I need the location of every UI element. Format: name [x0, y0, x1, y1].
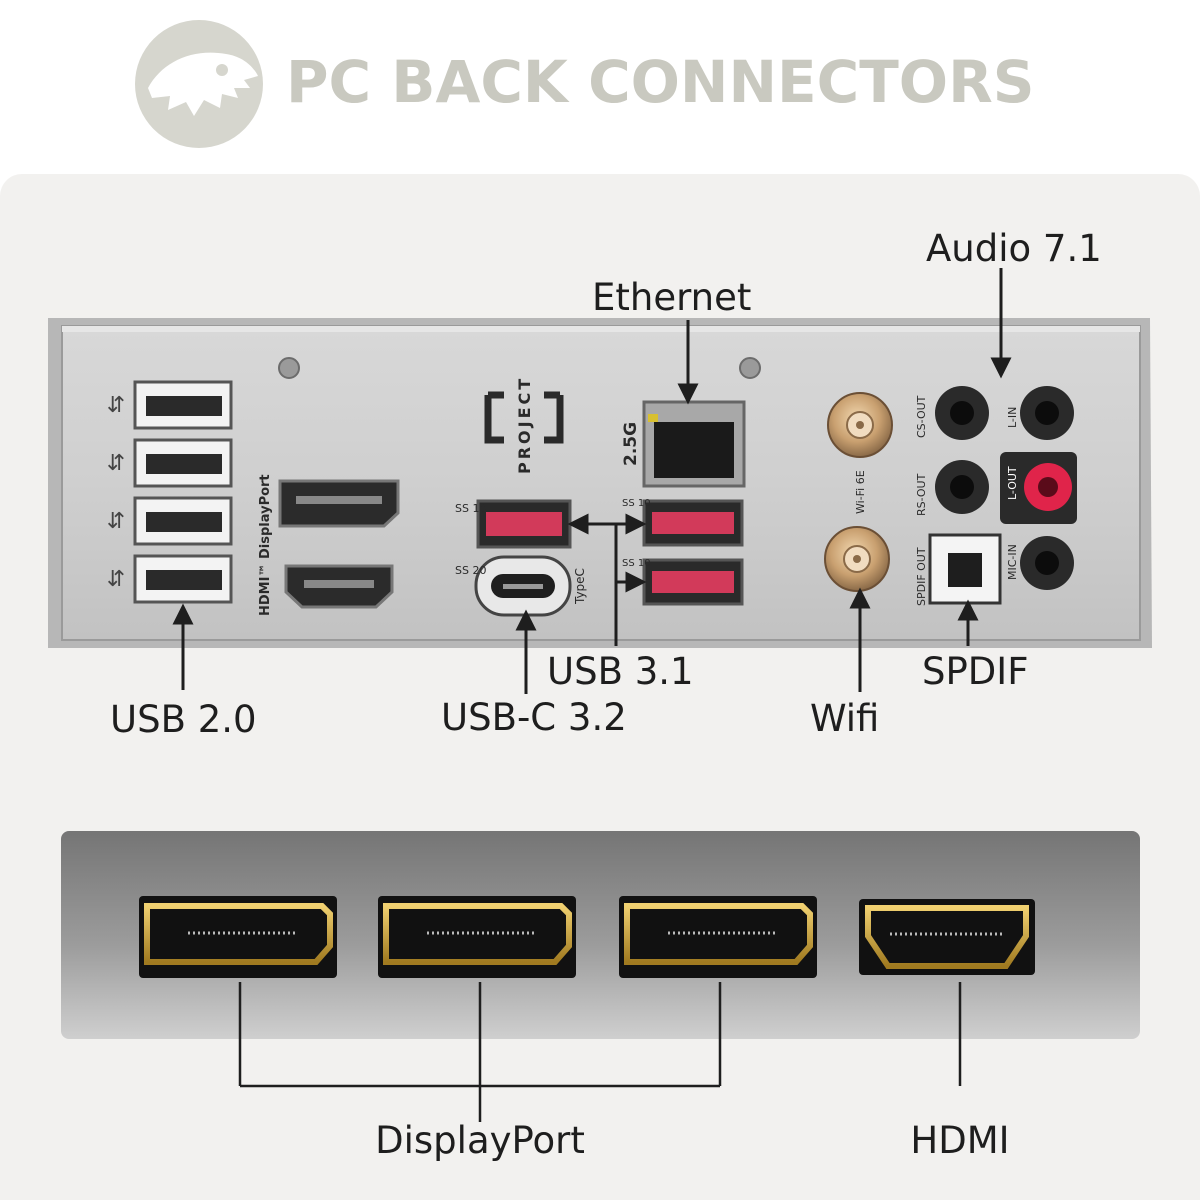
usb2-ports: ⇵ ⇵ ⇵ ⇵ — [107, 380, 233, 604]
usb2-label: USB 2.0 — [110, 698, 257, 741]
hdmi-label: HDMI — [910, 1119, 1009, 1162]
ethernet-label: Ethernet — [592, 276, 751, 319]
rs-out-printed-label: RS-OUT — [915, 473, 928, 516]
wifi-antenna-bottom — [824, 526, 890, 592]
g25-printed-label: 2.5G — [621, 422, 641, 466]
usb-symbol-icon: ⇵ — [107, 451, 125, 476]
wifi-label: Wifi — [810, 697, 879, 740]
usb-symbol-icon: ⇵ — [107, 567, 125, 592]
wifi-antenna-top — [827, 392, 893, 458]
audio-jack-l-out — [1024, 463, 1072, 511]
audio-jack-mic-in — [1020, 536, 1074, 590]
gpu-displayport-1 — [139, 896, 337, 978]
ss10-printed-label: SS 10 — [622, 558, 651, 569]
board-displayport — [278, 479, 400, 528]
mic-in-printed-label: MIC-IN — [1006, 544, 1019, 580]
usb31-port-right-top — [642, 499, 744, 547]
project-logo-icon — [484, 391, 564, 444]
pointer-lines — [172, 268, 1012, 694]
screw-icon — [739, 357, 761, 379]
ss10-printed-label: SS 10 — [455, 502, 486, 515]
page-title: PC BACK CONNECTORS — [286, 48, 1035, 116]
usb-symbol-icon: ⇵ — [107, 509, 125, 534]
usb-port — [133, 496, 233, 546]
gpu-bracket — [61, 831, 1140, 1039]
l-in-printed-label: L-IN — [1006, 407, 1019, 428]
project-printed-label: PROJECT — [515, 376, 534, 474]
gpu-displayport-2 — [378, 896, 576, 978]
ss20-printed-label: SS 20 — [455, 564, 486, 577]
usb-port — [133, 554, 233, 604]
usb-port — [133, 380, 233, 430]
spdif-port — [928, 533, 1002, 605]
gpu-pointer-lines — [238, 982, 962, 1122]
cs-out-printed-label: CS-OUT — [915, 395, 928, 438]
ss10-printed-label: SS 10 — [622, 498, 651, 509]
usbc-label: USB-C 3.2 — [441, 696, 627, 739]
audio-jacks — [928, 386, 1077, 605]
audio-label: Audio 7.1 — [926, 227, 1102, 270]
usb31-port-right-bottom — [642, 558, 744, 606]
audio-jack-rs-out — [935, 460, 989, 514]
usb31-label: USB 3.1 — [547, 650, 694, 693]
ethernet-port — [642, 400, 746, 488]
usb31-port-left — [476, 499, 572, 549]
audio-jack-cs-out — [935, 386, 989, 440]
displayport-label: DisplayPort — [375, 1119, 585, 1162]
l-out-printed-label: L-OUT — [1006, 466, 1019, 500]
usb-port — [133, 438, 233, 488]
gpu-displayport-3 — [619, 896, 817, 978]
wifi6e-printed-label: Wi-Fi 6E — [854, 470, 867, 514]
usb-symbol-icon: ⇵ — [107, 393, 125, 418]
header: PC BACK CONNECTORS — [0, 0, 1200, 170]
spdif-out-printed-label: SPDIF OUT — [915, 547, 928, 606]
audio-jack-l-in — [1020, 386, 1074, 440]
usbc-port — [474, 555, 572, 617]
dinosaur-skull-logo-icon — [135, 20, 263, 148]
board-hdmi — [284, 564, 394, 609]
typec-printed-label: TypeC — [573, 568, 587, 605]
hdmi-dp-printed-label: HDMI™ DisplayPort — [258, 474, 273, 616]
gpu-hdmi — [859, 899, 1035, 975]
screw-icon — [278, 357, 300, 379]
spdif-label: SPDIF — [922, 650, 1028, 693]
